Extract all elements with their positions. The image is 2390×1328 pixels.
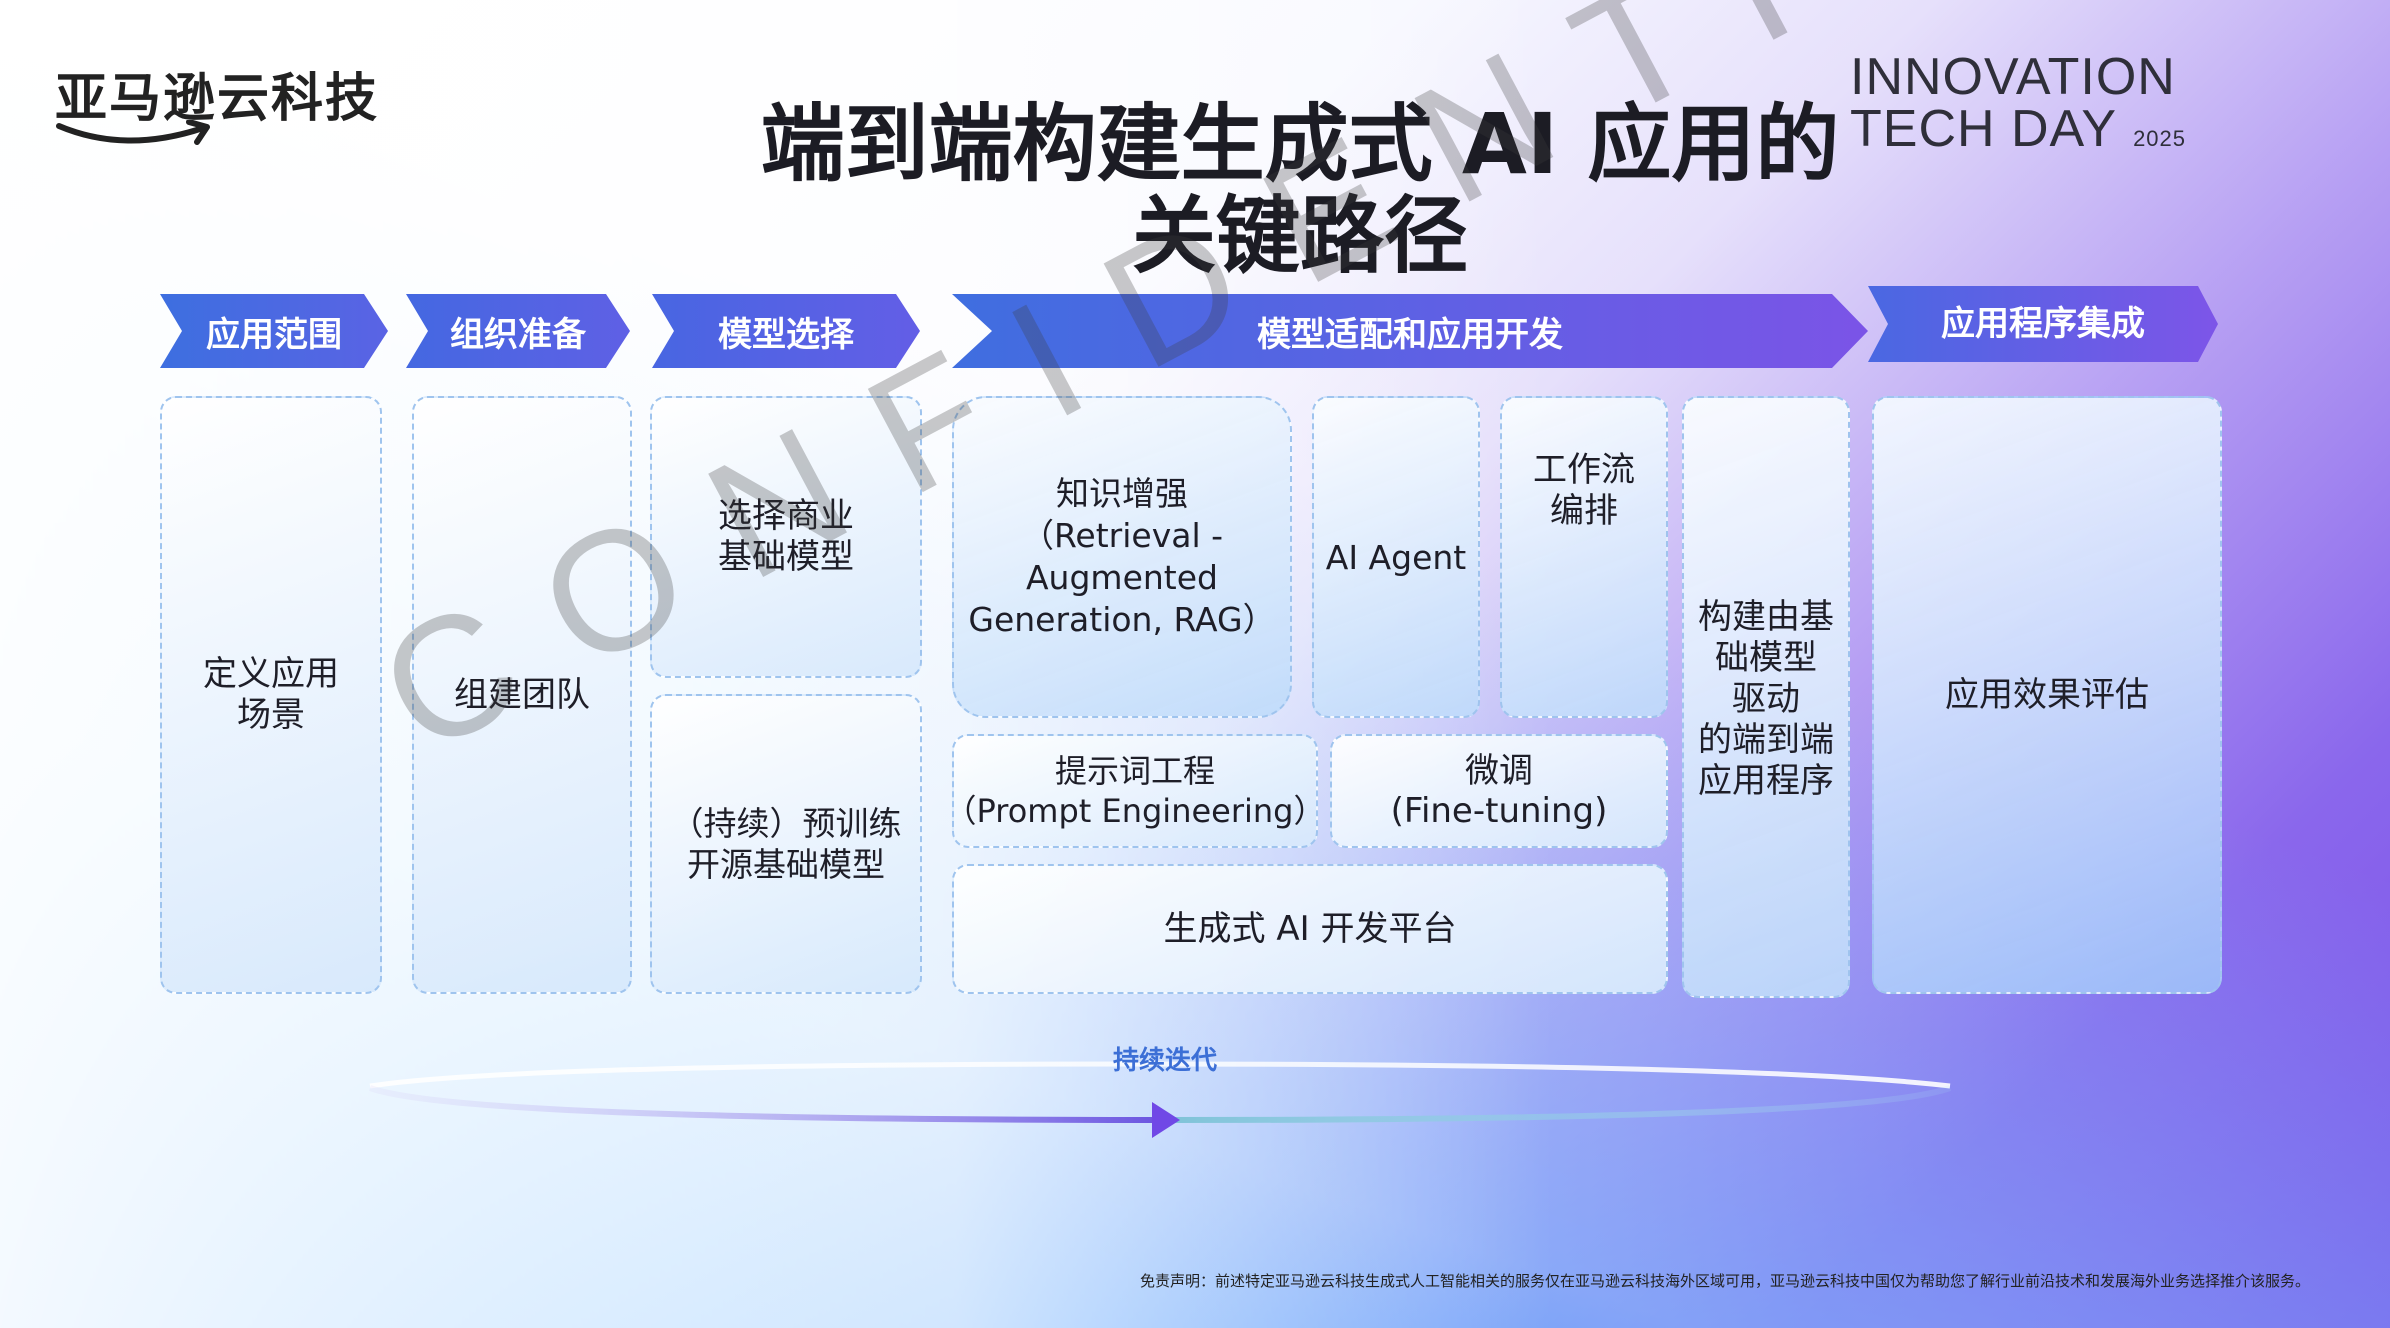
page-title-line2: 关键路径: [1131, 187, 1468, 285]
box-line: 构建由基: [1698, 596, 1834, 637]
box-build-end-to-end-app: 构建由基 础模型 驱动 的端到端 应用程序: [1682, 396, 1850, 998]
phase-label: 应用程序集成: [1941, 303, 2145, 344]
phase-model-adaptation: 模型适配和应用开发: [952, 294, 1868, 368]
phase-arrow-shape: [1868, 286, 2218, 362]
box-text: 应用效果评估: [1935, 675, 2159, 716]
phase-model-selection: 模型选择: [652, 294, 920, 368]
phase-arrow-shape: [160, 294, 388, 368]
box-line: 的端到端: [1698, 719, 1834, 760]
box-line: 生成式 AI 开发平台: [1163, 908, 1457, 949]
box-text: 组建团队: [444, 675, 600, 716]
box-text: 定义应用 场景: [193, 654, 349, 736]
phase-label: 模型适配和应用开发: [1257, 314, 1563, 355]
phase-arrow-shape: [652, 294, 920, 368]
box-define-scenario: 定义应用 场景: [160, 396, 382, 994]
brand-logo-text: 亚马逊云科技: [55, 69, 380, 129]
event-name-line1: INNOVATION: [1850, 48, 2176, 106]
event-mark: INNOVATION TECH DAY 2025: [1850, 48, 2186, 166]
phase-application-scope: 应用范围: [160, 294, 388, 368]
phase-arrow-shape: [406, 294, 630, 368]
phase-label: 组织准备: [450, 314, 586, 355]
box-line: 础模型: [1715, 637, 1817, 678]
iteration-loop-arrow: [368, 1061, 1952, 1138]
box-text: 知识增强 （Retrieval - Augmented Generation, …: [958, 473, 1285, 641]
event-year: 2025: [2133, 126, 2187, 151]
event-name-line2-text: TECH DAY: [1850, 100, 2118, 158]
box-line: 选择商业: [718, 496, 854, 536]
box-select-commercial-model: 选择商业 基础模型: [650, 396, 922, 678]
box-prompt-engineering: 提示词工程 （Prompt Engineering）: [945, 734, 1326, 848]
box-text: 选择商业 基础模型: [708, 496, 864, 578]
iteration-label: 持续迭代: [1112, 1046, 1217, 1076]
box-line: 组建团队: [454, 674, 590, 715]
smile-arrow-icon: [56, 120, 210, 145]
box-line: (Fine-tuning): [1390, 791, 1608, 831]
disclaimer-text: 免责声明：前述特定亚马逊云科技生成式人工智能相关的服务仅在亚马逊云科技海外区域可…: [1139, 1272, 2310, 1290]
box-text: 构建由基 础模型 驱动 的端到端 应用程序: [1694, 597, 1838, 802]
box-text: （持续）预训练 开源基础模型: [661, 803, 912, 885]
box-build-team: 组建团队: [412, 396, 632, 994]
box-pretrain-open-model: （持续）预训练 开源基础模型: [650, 694, 922, 994]
box-line: 工作流: [1533, 450, 1635, 490]
box-line: 基础模型: [718, 537, 854, 577]
box-line: 知识增强: [1055, 474, 1188, 513]
box-line: 定义应用: [203, 654, 339, 694]
box-text: 提示词工程 （Prompt Engineering）: [941, 751, 1330, 831]
event-name-line2: TECH DAY 2025: [1850, 102, 2186, 166]
box-fine-tuning: 微调 (Fine-tuning): [1330, 734, 1668, 848]
box-line: Augmented: [1025, 558, 1218, 597]
box-line: 编排: [1550, 491, 1618, 531]
box-line: 提示词工程: [1055, 752, 1216, 790]
phase-org-readiness: 组织准备: [406, 294, 630, 368]
box-text: AI Agent: [1322, 537, 1470, 578]
box-evaluate-app: 应用效果评估: [1872, 396, 2222, 994]
box-workflow-orchestration: 工作流 编排: [1500, 396, 1668, 718]
box-gen-ai-platform: 生成式 AI 开发平台: [952, 864, 1668, 994]
box-rag: 知识增强 （Retrieval - Augmented Generation, …: [952, 396, 1292, 718]
phase-label: 应用范围: [206, 314, 342, 355]
box-text: 微调 (Fine-tuning): [1381, 751, 1618, 831]
box-line: 驱动: [1732, 678, 1800, 719]
box-ai-agent: AI Agent: [1312, 396, 1480, 718]
phase-label: 模型选择: [718, 314, 854, 355]
box-line: 场景: [237, 695, 305, 735]
box-line: Generation, RAG）: [968, 600, 1276, 639]
box-text: 工作流 编排: [1523, 450, 1645, 532]
page-title-line1: 端到端构建生成式 AI 应用的: [760, 95, 1840, 193]
box-line: AI Agent: [1325, 537, 1467, 577]
box-line: 微调: [1465, 751, 1533, 791]
phase-app-integration: 应用程序集成: [1868, 286, 2218, 362]
phase-arrow-shape: [952, 294, 1868, 368]
box-text: 生成式 AI 开发平台: [1154, 909, 1467, 950]
box-line: 应用程序: [1698, 760, 1834, 801]
box-line: （持续）预训练: [670, 804, 902, 843]
box-line: （Retrieval -: [1020, 516, 1224, 555]
brand-logo: 亚马逊云科技: [55, 56, 380, 145]
box-line: 开源基础模型: [687, 845, 885, 884]
box-line: 应用效果评估: [1945, 674, 2149, 715]
box-line: （Prompt Engineering）: [944, 792, 1326, 830]
page-title: 端到端构建生成式 AI 应用的 关键路径: [560, 98, 2040, 282]
